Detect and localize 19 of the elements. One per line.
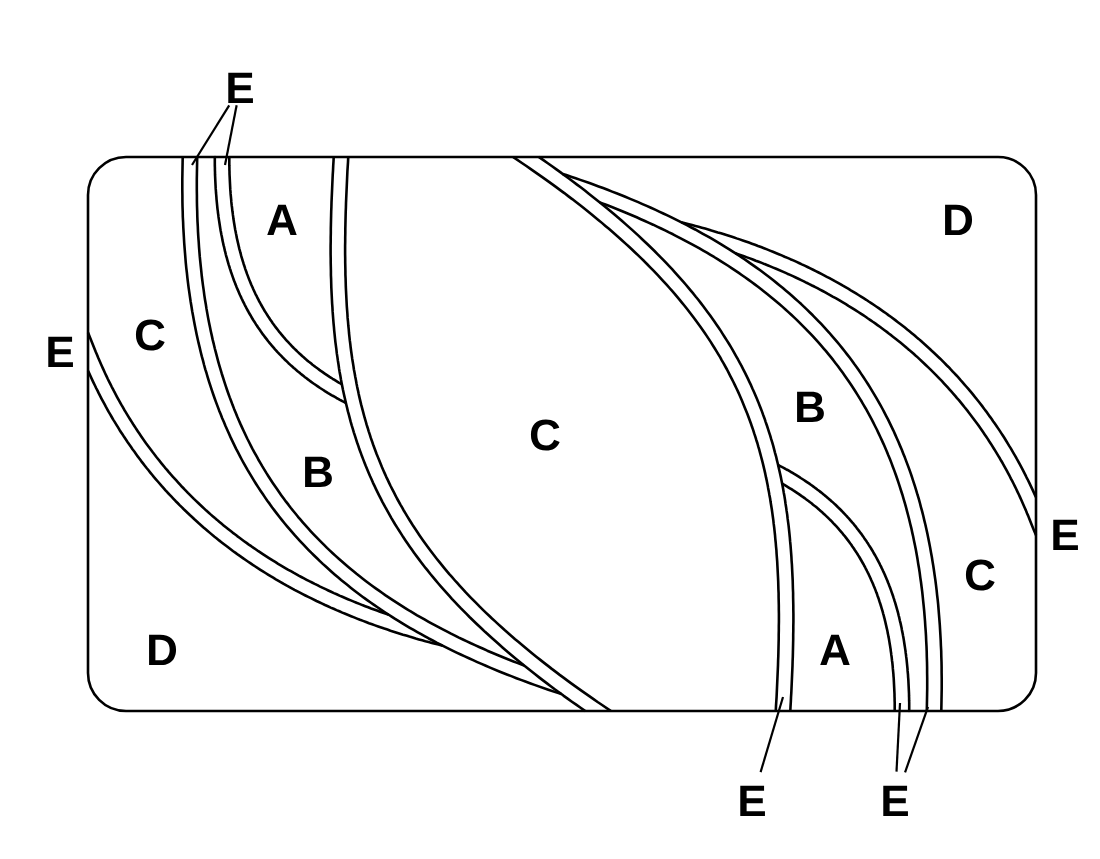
- region-letter: B: [797, 391, 824, 423]
- callout-letter: E: [228, 72, 253, 104]
- region-letter: A: [267, 204, 297, 236]
- leader-line: [191, 104, 231, 166]
- region-letter: B: [305, 456, 332, 488]
- leader-line: [759, 696, 785, 773]
- region-letter: C: [530, 419, 560, 451]
- region-letter: C: [135, 319, 165, 351]
- callout-letter: E: [883, 785, 908, 817]
- callout-letter: E: [740, 785, 765, 817]
- leader-line: [223, 105, 238, 166]
- callout-letter: E: [1053, 519, 1078, 551]
- leader-line: [895, 702, 902, 772]
- leader-line: [904, 706, 930, 773]
- callout-letter: E: [48, 336, 73, 368]
- region-letter: A: [820, 634, 850, 666]
- region-letter: C: [965, 559, 995, 591]
- region-letter: D: [945, 204, 973, 236]
- region-letter: D: [149, 634, 177, 666]
